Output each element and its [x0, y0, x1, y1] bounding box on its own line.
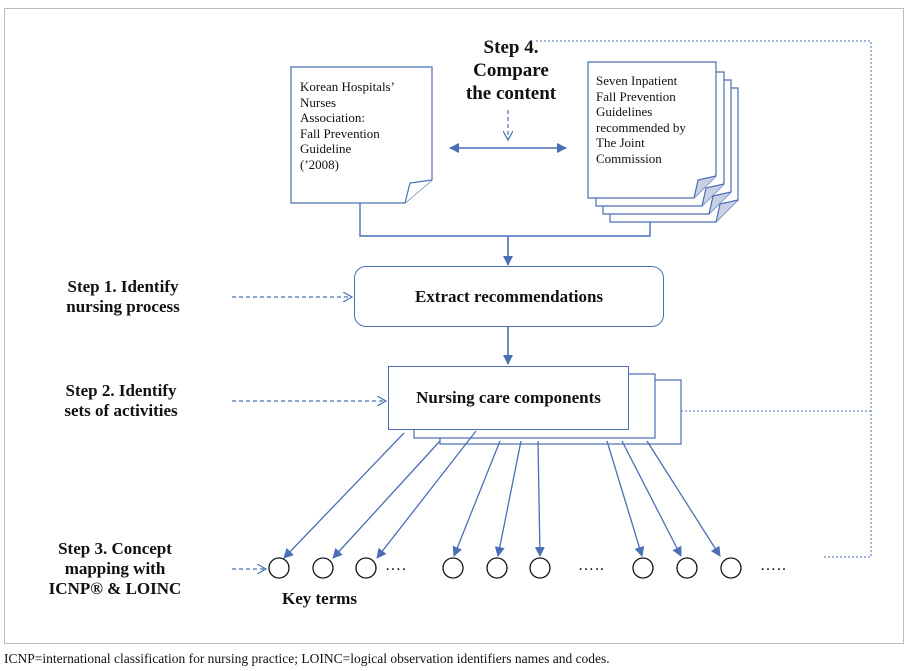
nursing-care-components-label: Nursing care components	[416, 388, 601, 407]
doc-right-line: recommended by	[596, 119, 686, 135]
joint-commission-document-stack	[587, 61, 739, 223]
joint-commission-text: Seven Inpatient Fall Prevention Guidelin…	[596, 73, 686, 166]
doc-left-line: Korean Hospitals’	[300, 79, 395, 94]
doc-left-line: Association:	[300, 110, 365, 125]
key-term-circle	[632, 557, 654, 579]
left-doc-connector	[359, 203, 508, 237]
doc-right-line: Seven Inpatient	[596, 73, 678, 88]
key-term-circles	[268, 557, 742, 579]
step1-line1: Step 1. Identify	[67, 277, 179, 296]
doc-left-line: Guideline	[300, 141, 352, 156]
step4-line3: the content	[465, 83, 557, 104]
key-term-circle	[312, 557, 334, 579]
figure-frame	[4, 8, 904, 644]
key-term-arrow	[376, 430, 477, 559]
doc-right-line: Commission	[596, 150, 662, 166]
footnote: ICNP=international classification for nu…	[4, 651, 610, 666]
key-term-circle	[529, 557, 551, 579]
step3-line3: ICNP® & LOINC	[48, 579, 182, 598]
key-term-arrow	[646, 440, 721, 557]
doc-left-line: Fall Prevention	[300, 125, 380, 141]
key-term-circle	[720, 557, 742, 579]
key-term-arrows	[283, 430, 721, 559]
step3-line1: Step 3. Concept	[58, 539, 172, 558]
key-term-arrow	[332, 440, 441, 559]
key-term-circle	[442, 557, 464, 579]
key-terms-label: Key terms	[282, 589, 358, 608]
step1-label: Step 1. Identify nursing process	[48, 277, 198, 317]
step4-line1: Step 4.	[483, 37, 539, 58]
right-doc-connector	[508, 222, 651, 237]
extract-recommendations-label: Extract recommendations	[414, 286, 604, 306]
step2-label: Step 2. Identify sets of activities	[46, 381, 196, 421]
key-term-arrow	[452, 440, 501, 557]
ellipsis: ….	[385, 557, 407, 574]
key-term-arrow	[606, 440, 645, 557]
key-term-arrow	[534, 440, 545, 557]
key-term-arrow	[283, 432, 405, 559]
step2-line1: Step 2. Identify	[65, 381, 177, 400]
key-term-circle	[486, 557, 508, 579]
step4-label: Step 4. Compare the content	[456, 36, 566, 105]
step4-line2: Compare	[473, 60, 549, 81]
korean-guideline-text: Korean Hospitals’ Nurses Association: Fa…	[300, 79, 395, 172]
feedback-dashed-loop	[536, 40, 872, 558]
key-term-circle	[676, 557, 698, 579]
key-term-arrow	[621, 440, 682, 557]
step1-line2: nursing process	[66, 297, 180, 316]
doc-right-line: Guidelines	[596, 104, 653, 119]
key-term-circle	[355, 557, 377, 579]
key-term-arrow	[494, 440, 522, 557]
step2-line2: sets of activities	[64, 401, 178, 420]
doc-left-line: (’2008)	[300, 156, 339, 172]
doc-right-line: Fall Prevention	[596, 88, 676, 104]
step3-label: Step 3. Concept mapping with ICNP® & LOI…	[40, 539, 190, 599]
extract-recommendations-box: Extract recommendations	[354, 266, 664, 327]
doc-right-line: The Joint	[596, 135, 645, 150]
step3-line2: mapping with	[64, 559, 166, 578]
doc-left-line: Nurses	[300, 94, 337, 110]
ellipsis: …..	[760, 557, 787, 574]
ellipsis: …..	[578, 557, 605, 574]
nursing-care-components-box: Nursing care components	[388, 366, 629, 430]
korean-guideline-fold	[404, 179, 433, 204]
key-term-circle	[268, 557, 290, 579]
